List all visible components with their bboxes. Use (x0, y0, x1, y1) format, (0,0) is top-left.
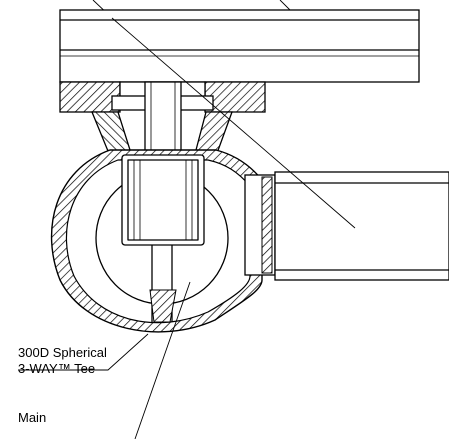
leader-line-tee (18, 333, 149, 371)
side-branch-outlet (244, 171, 449, 281)
outlet-stem (144, 81, 182, 163)
callout-main: Main (18, 410, 47, 425)
lower-stem (149, 245, 177, 323)
callout-tee-line2: 3-WAY™ Tee (18, 361, 96, 376)
top-pipe (59, 9, 420, 83)
leader-line-main (134, 281, 191, 439)
coupling-cap (121, 154, 205, 246)
callout-tee-line1: 300D Spherical (18, 345, 107, 360)
callout-spherical-tee: 300D Spherical 3-WAY™ Tee (18, 345, 107, 377)
leader-line-diagonal-branch (111, 17, 356, 229)
